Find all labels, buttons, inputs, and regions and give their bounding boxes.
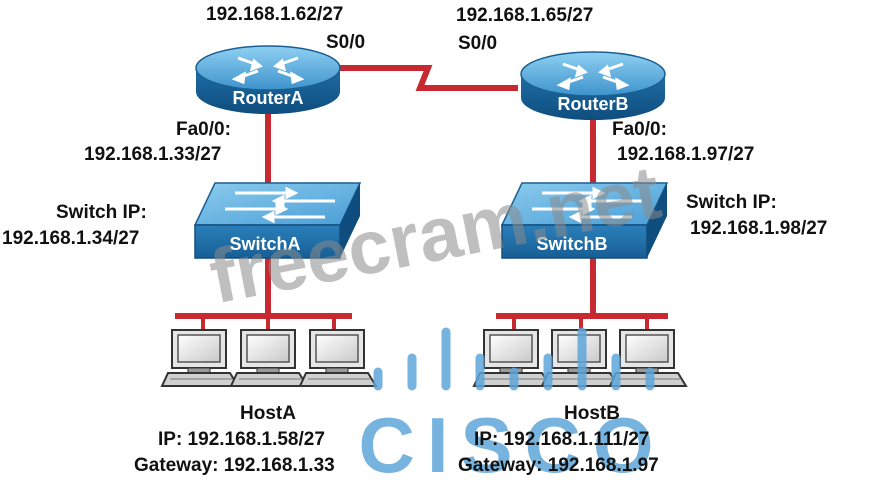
switch-a-ip: 192.168.1.34/27 [2,228,140,249]
pc-icon [229,329,309,387]
router-b-serial-ip: 192.168.1.65/27 [456,5,594,26]
cisco-bars [373,327,655,391]
switch-b[interactable]: SwitchB [500,182,669,259]
switch-b-ip: 192.168.1.98/27 [690,218,828,239]
links [175,65,668,330]
router-a-fa-interface: Fa0/0: [176,119,231,140]
host-b-gateway: Gateway: 192.168.1.97 [458,455,659,476]
host-a-gateway: Gateway: 192.168.1.33 [134,455,335,476]
pc-icon [160,329,240,387]
switch-a-name: SwitchA [229,234,300,254]
cisco-logo-watermark: CISCO [358,327,665,483]
switch-a[interactable]: SwitchA [193,182,362,259]
switch-a-ip-label: Switch IP: [56,202,147,223]
router-a-serial-interface: S0/0 [326,32,366,53]
cisco-wordmark: CISCO [358,401,665,478]
router-a-fa-ip: 192.168.1.33/27 [84,144,222,165]
pc-icon [298,329,378,387]
router-a-name: RouterA [233,88,304,108]
host-a-name: HostA [240,403,296,424]
switch-icon [500,182,669,259]
host-a-ip: IP: 192.168.1.58/27 [158,429,325,450]
router-b-serial-interface: S0/0 [458,33,498,54]
router-b-fa-interface: Fa0/0: [612,119,667,140]
router-a[interactable]: RouterA [195,45,341,114]
site-watermark: freecram.net [203,150,667,320]
router-b-fa-ip: 192.168.1.97/27 [617,144,755,165]
switch-b-name: SwitchB [536,234,607,254]
switch-icon [193,182,362,259]
host-b-ip: IP: 192.168.1.111/27 [474,429,650,450]
router-a-serial-ip: 192.168.1.62/27 [206,4,344,25]
switch-b-ip-label: Switch IP: [686,192,777,213]
router-b-name: RouterB [558,94,629,114]
router-icon [520,51,666,120]
host-b-name: HostB [564,403,620,424]
router-icon [195,45,341,114]
serial-link-wan [340,65,518,91]
host-a-pcs[interactable] [160,329,378,387]
router-b[interactable]: RouterB [520,51,666,120]
